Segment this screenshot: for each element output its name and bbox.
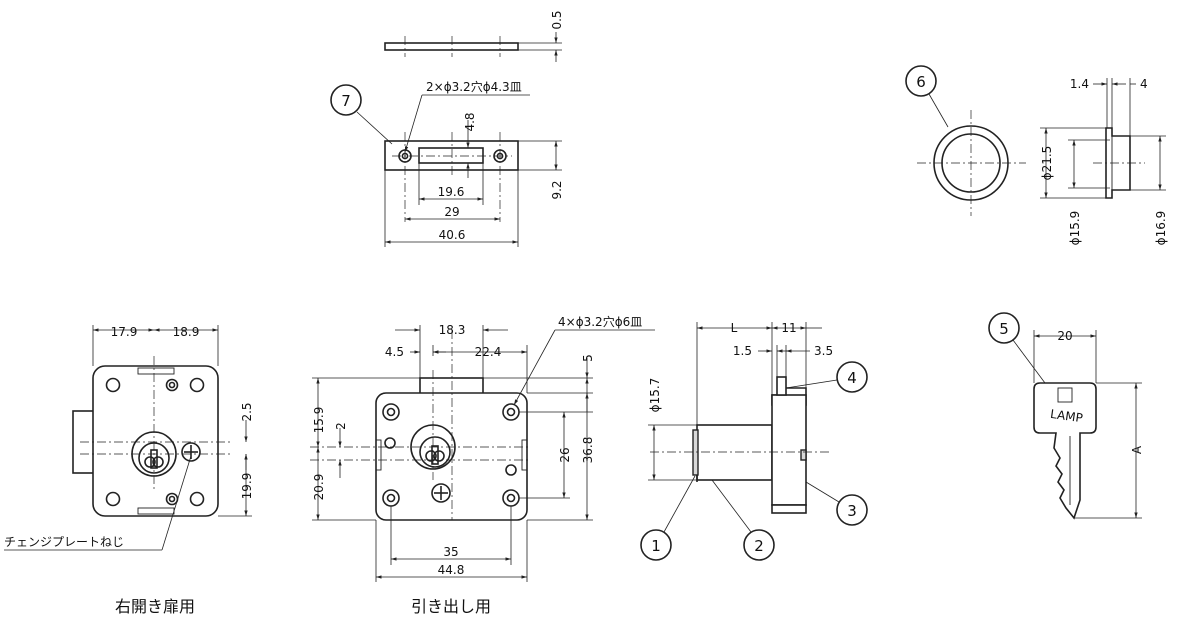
slot-width-dim: 19.6 — [438, 185, 465, 199]
part-3-number: 3 — [847, 502, 857, 520]
dim-1-5: 1.5 — [733, 344, 752, 358]
drawer-lock-view: 4×ϕ3.2穴ϕ6皿 18.3 4.5 22.4 5 26 36.8 — [310, 314, 655, 616]
strike-hole-spec: 2×ϕ3.2穴ϕ4.3皿 — [426, 79, 522, 94]
dim-35: 35 — [443, 545, 458, 559]
inner-dia-dim: ϕ15.9 — [1068, 211, 1082, 246]
body-depth-dim: 4 — [1140, 77, 1148, 91]
dim-18-9: 18.9 — [173, 325, 200, 339]
length-L-dim: L — [731, 321, 738, 335]
dim-5: 5 — [581, 354, 595, 362]
drawer-caption: 引き出し用 — [411, 597, 491, 616]
plate-edge-view: 0.5 — [384, 10, 564, 62]
right-door-caption: 右開き扉用 — [115, 597, 195, 616]
dim-20-9: 20.9 — [312, 474, 326, 501]
dim-2-5: 2.5 — [240, 402, 254, 421]
slot-height-dim: 4.8 — [463, 112, 477, 131]
dim-2: 2 — [334, 422, 348, 430]
part-1-number: 1 — [651, 537, 661, 555]
body-dia-dim: ϕ16.9 — [1154, 211, 1168, 246]
part-7-callout: 7 — [330, 84, 393, 145]
change-plate-screw-label: チェンジプレートねじ — [4, 535, 124, 549]
dim-11: 11 — [781, 321, 796, 335]
dim-36-8: 36.8 — [581, 437, 595, 464]
right-door-lock-view: 17.9 18.9 2.5 19.9 チェンジプレートねじ 右開き扉用 — [4, 325, 254, 616]
part-7-number: 7 — [341, 92, 351, 110]
key-width-dim: 20 — [1057, 329, 1072, 343]
dim-44-8: 44.8 — [438, 563, 465, 577]
dim-18-3: 18.3 — [439, 323, 466, 337]
dim-15-9: 15.9 — [312, 407, 326, 434]
part-6-number: 6 — [916, 73, 926, 91]
cylinder-dia-dim: ϕ15.7 — [648, 378, 662, 413]
strike-plate-view: 0.5 7 2×ϕ3.2穴ϕ4.3皿 4.8 — [330, 10, 564, 247]
dim-19-9: 19.9 — [240, 473, 254, 500]
plate-height-dim: 9.2 — [550, 180, 564, 199]
plate-thickness-dim: 0.5 — [550, 10, 564, 29]
flange-thickness-dim: 1.4 — [1070, 77, 1089, 91]
part-4-number: 4 — [847, 369, 857, 387]
part-5-number: 5 — [999, 320, 1009, 338]
dim-3-5: 3.5 — [814, 344, 833, 358]
drawer-hole-spec: 4×ϕ3.2穴ϕ6皿 — [558, 314, 642, 329]
dim-17-9: 17.9 — [111, 325, 138, 339]
key-brand-text: LAMP — [1049, 407, 1083, 425]
outer-dia-dim: ϕ21.5 — [1040, 146, 1054, 181]
dim-26: 26 — [558, 447, 572, 462]
escutcheon-view: 6 1.4 4 ϕ21.5 ϕ15.9 ϕ16.9 — [905, 65, 1168, 246]
dim-22-4: 22.4 — [475, 345, 502, 359]
part-2-number: 2 — [754, 537, 764, 555]
key-view: 5 LAMP 20 A — [988, 312, 1144, 520]
dim-4-5: 4.5 — [385, 345, 404, 359]
key-length-dim: A — [1130, 445, 1144, 454]
lock-side-view: L 11 1.5 3.5 ϕ15.7 4 3 1 2 — [640, 321, 868, 561]
hole-pitch-dim: 29 — [444, 205, 459, 219]
plate-length-dim: 40.6 — [439, 228, 466, 242]
strike-plate-front — [384, 132, 519, 222]
